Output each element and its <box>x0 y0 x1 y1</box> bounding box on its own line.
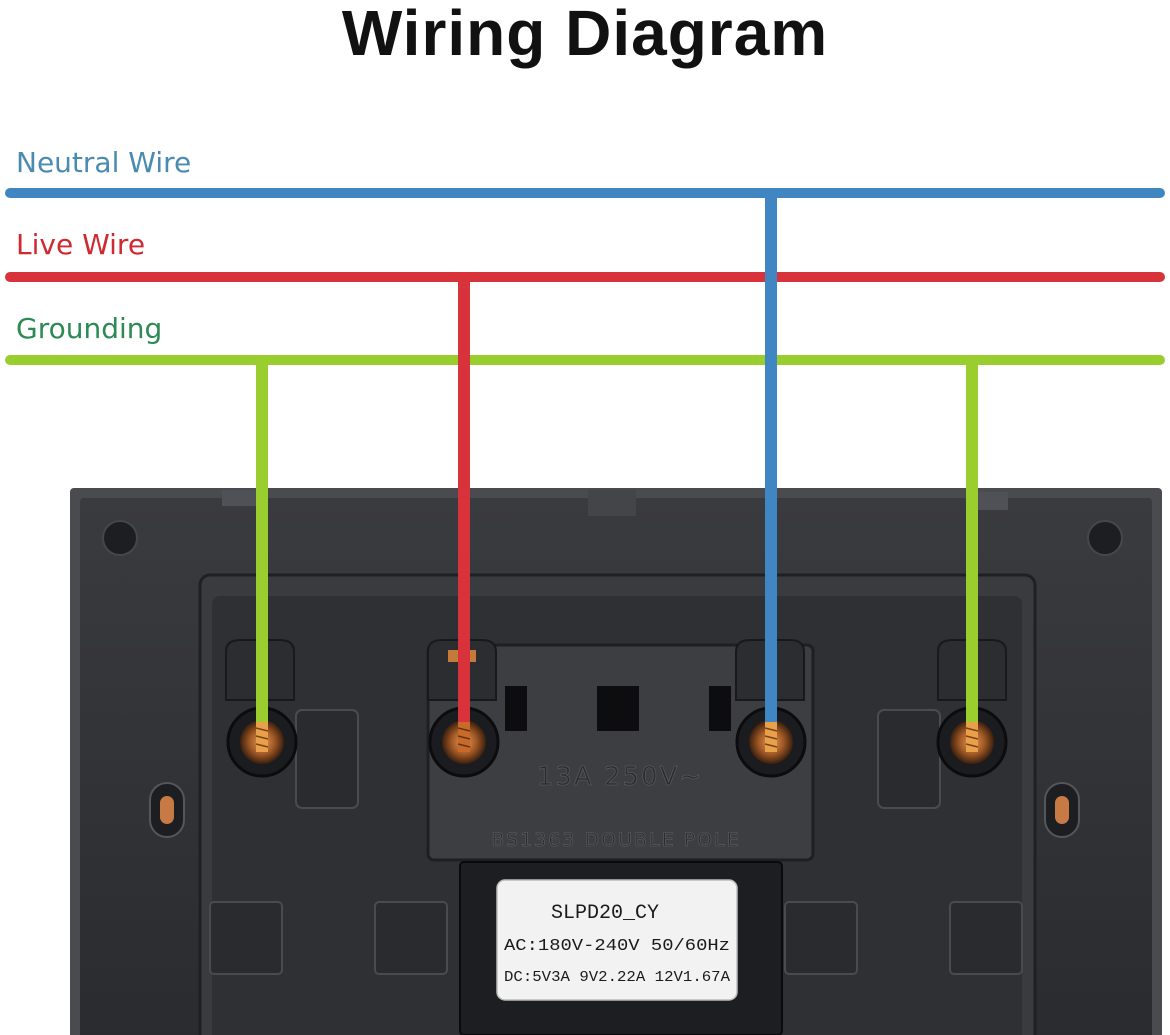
grounding-wire <box>5 355 1165 365</box>
neutral-wire <box>5 188 1165 198</box>
neutral-drop-wire <box>765 193 777 742</box>
sticker-dc-spec: DC:5V3A 9V2.22A 12V1.67A <box>504 969 730 986</box>
sticker-ac-spec: AC:180V-240V 50/60Hz <box>504 937 730 956</box>
grounding-drop-wire <box>256 360 268 742</box>
socket-center-module <box>426 643 815 862</box>
mounting-slot-icon <box>149 782 185 838</box>
copper-wire-end-icon <box>764 722 778 752</box>
live-wire <box>5 272 1165 282</box>
grounding-drop-wire <box>966 360 978 742</box>
side-block <box>295 709 359 809</box>
bottom-block <box>374 901 448 975</box>
copper-wire-end-icon <box>255 722 269 752</box>
bottom-block <box>209 901 283 975</box>
mounting-hole-icon <box>1087 520 1123 556</box>
rating-embossed-text: 13A 250V~ <box>537 762 703 792</box>
sticker-model: SLPD20_CY <box>551 902 659 925</box>
mounting-slot-icon <box>1044 782 1080 838</box>
live-drop-wire <box>458 277 470 742</box>
live-wire-label: Live Wire <box>16 228 146 261</box>
copper-wire-end-icon <box>457 722 471 752</box>
copper-wire-end-icon <box>965 722 979 752</box>
page-title: Wiring Diagram <box>341 0 829 69</box>
spec-sticker: SLPD20_CY AC:180V-240V 50/60Hz DC:5V3A 9… <box>496 879 738 1001</box>
mounting-hole-icon <box>102 520 138 556</box>
bottom-block <box>949 901 1023 975</box>
standard-embossed-text: BS1363 DOUBLE POLE <box>491 829 740 851</box>
neutral-wire-label: Neutral Wire <box>16 146 192 179</box>
bottom-block <box>784 901 858 975</box>
side-block <box>877 709 941 809</box>
grounding-label: Grounding <box>16 312 163 345</box>
